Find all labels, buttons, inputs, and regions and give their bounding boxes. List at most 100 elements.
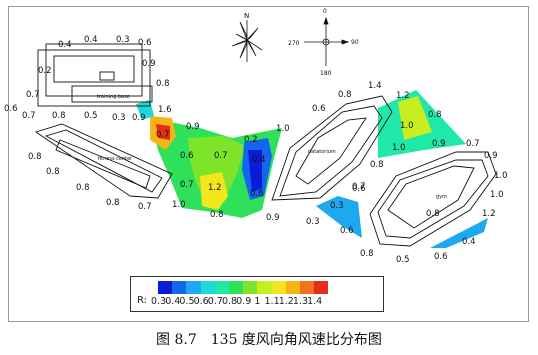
contour-region <box>136 100 154 120</box>
legend-tick-label: 1 <box>254 296 261 307</box>
ratio-label: 0.7 <box>156 130 170 140</box>
label-gym: gym <box>436 194 447 200</box>
ratio-label: 0.3 <box>116 35 130 45</box>
contour-region <box>398 96 432 140</box>
legend-swatch <box>285 281 300 294</box>
ratio-label: 0.2 <box>38 66 52 76</box>
ratio-label: 0.4 <box>58 40 72 50</box>
ratio-label: 0.4 <box>84 35 98 45</box>
legend-tick-label: 0.8 <box>221 296 238 307</box>
ratio-label: 0.2 <box>244 135 258 145</box>
legend-tick-label: 0.5 <box>179 296 195 307</box>
training-base-building <box>37 43 153 107</box>
ratio-label: 0.8 <box>46 167 60 177</box>
wind-rose-icon <box>231 20 263 62</box>
legend-swatch <box>214 281 229 294</box>
direction-axes-icon <box>304 16 350 66</box>
ratio-label: 1.2 <box>396 91 410 101</box>
axis-label-180: 180 <box>320 70 332 77</box>
ratio-label: 0.3 <box>112 113 126 123</box>
ratio-label: 0.8 <box>428 110 442 120</box>
ratio-label: 0.6 <box>250 189 264 199</box>
label-fitness-center: fitness center <box>98 156 133 162</box>
legend-tick-label: 0.7 <box>207 296 223 307</box>
ratio-label: 0.7 <box>22 111 36 121</box>
ratio-label: 0.6 <box>312 104 326 114</box>
ratio-label: 0.8 <box>360 249 374 259</box>
legend-swatch <box>200 281 215 294</box>
ratio-label: 0.3 <box>306 217 320 227</box>
building-outlines <box>34 43 497 247</box>
ratio-label: 0.6 <box>340 226 354 236</box>
legend-tick-label: 0.3 <box>151 296 167 307</box>
legend-swatch <box>186 281 201 294</box>
ratio-label: 0.9 <box>266 213 280 223</box>
legend-tick-label: 0.6 <box>193 296 209 307</box>
ratio-label: 0.8 <box>338 90 352 100</box>
natatorium-building <box>271 95 393 201</box>
axis-label-0: 0 <box>323 8 327 15</box>
legend-swatch <box>314 281 329 294</box>
legend-tick-label: 1.4 <box>307 296 323 307</box>
gym-building <box>369 151 497 247</box>
contour-region <box>316 196 362 238</box>
ratio-label: 0.6 <box>138 38 152 48</box>
contour-fill <box>136 90 488 248</box>
legend-swatch <box>299 281 315 294</box>
ratio-label: 1.2 <box>482 209 496 219</box>
ratio-label: 1.0 <box>400 121 414 131</box>
ratio-label: 0.7 <box>352 182 366 192</box>
ratio-label: 1.0 <box>392 143 406 153</box>
plot-frame <box>8 6 529 322</box>
ratio-label: 0.7 <box>26 90 40 100</box>
ratio-label: 0.8 <box>426 209 440 219</box>
contour-region <box>430 218 488 248</box>
legend-swatch <box>158 281 173 294</box>
ratio-label: 0.7 <box>180 180 194 190</box>
legend-tick-label: 1.1 <box>264 296 280 307</box>
ratio-label: 0.9 <box>484 151 498 161</box>
ratio-label: 1.4 <box>368 81 382 91</box>
ratio-label: 1.0 <box>172 200 186 210</box>
ratio-label: 0.9 <box>132 113 146 123</box>
ratio-label: 0.9 <box>142 59 156 69</box>
ratio-label: 0.6 <box>352 184 366 194</box>
ratio-label: 0.8 <box>210 210 224 220</box>
legend-key-label: R: <box>137 295 148 306</box>
ratio-label: 1.0 <box>490 190 504 200</box>
legend-color-bar <box>158 281 329 294</box>
ratio-label: 0.9 <box>186 122 200 132</box>
contour-region <box>156 124 170 140</box>
ratio-label: 0.8 <box>28 152 42 162</box>
legend-swatch <box>257 281 272 294</box>
legend-swatch <box>172 281 187 294</box>
legend-swatch <box>271 281 286 294</box>
contour-region <box>200 172 228 210</box>
ratio-label: 1.2 <box>208 183 222 193</box>
axis-label-90: 90 <box>351 39 359 46</box>
figure-caption: 图 8.7 135 度风向角风速比分布图 <box>156 332 382 348</box>
compass-north-label: N <box>244 12 249 20</box>
legend-tick-label: 1.2 <box>278 296 294 307</box>
label-training-base: training base <box>97 94 130 100</box>
ratio-label: 0.8 <box>156 79 170 89</box>
ratio-label: 0.5 <box>396 255 410 265</box>
ratio-label: 0.3 <box>330 201 344 211</box>
ratio-label: 0.6 <box>434 252 448 262</box>
ratio-label: 0.8 <box>76 183 90 193</box>
contour-region <box>248 150 262 192</box>
ratio-label: 0.8 <box>52 111 66 121</box>
ratio-label: 0.9 <box>432 139 446 149</box>
fitness-center-building <box>34 123 173 199</box>
ratio-label: 0.7 <box>138 202 152 212</box>
ratio-label: 0.8 <box>106 198 120 208</box>
ratio-label: 0.6 <box>180 151 194 161</box>
label-natatorium: natatorium <box>308 149 336 155</box>
ratio-label: 0.4 <box>252 155 266 165</box>
ratio-label: 0.5 <box>84 111 98 121</box>
ratio-label: 1.0 <box>494 171 508 181</box>
legend-tick-label: 0.9 <box>236 296 252 307</box>
ratio-label: 1.0 <box>276 124 290 134</box>
